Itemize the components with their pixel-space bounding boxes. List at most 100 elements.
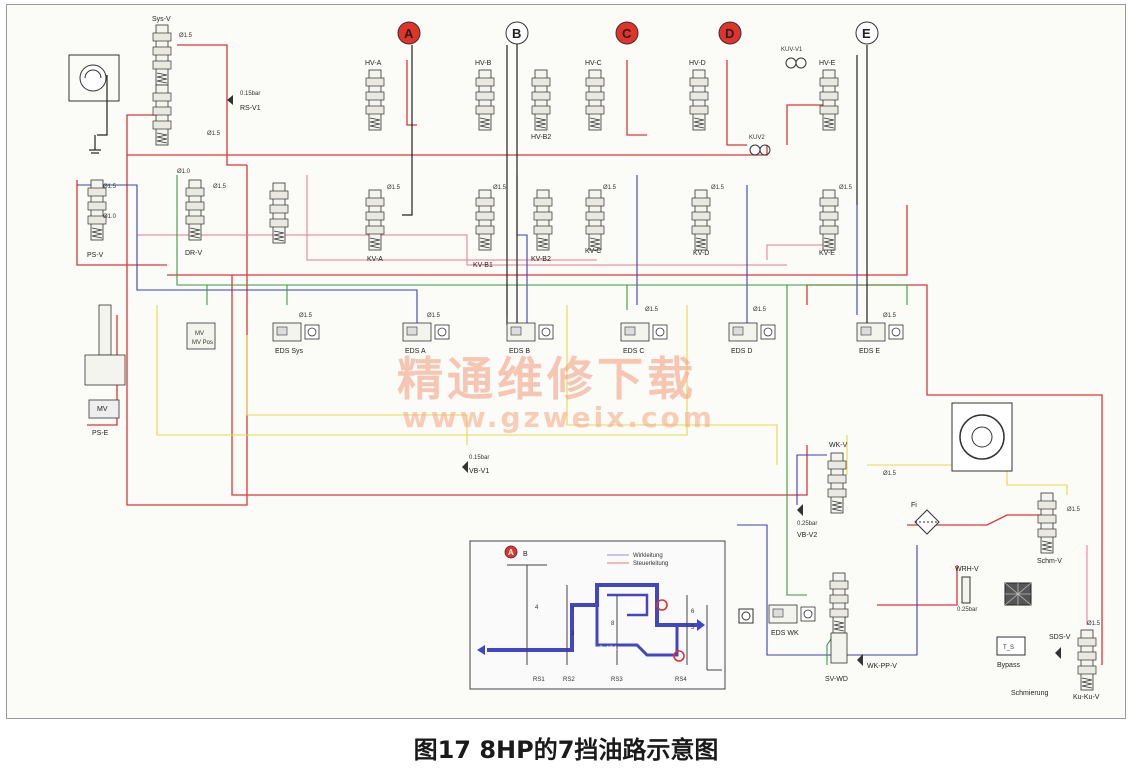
svg-text:KV-B1: KV-B1 [473, 262, 493, 269]
kuv2-valve: KUV2 [749, 135, 771, 156]
svg-text:EDS WK: EDS WK [771, 630, 799, 637]
vb-v1-valve: 0.15bar VB-V1 [462, 455, 489, 475]
hydraulic-schematic: 精通维修下载 www.gzweix.com Sys-V 0.15bar RS-V… [68, 16, 1103, 701]
svg-text:KV-B2: KV-B2 [531, 256, 551, 263]
svg-text:Schm-V: Schm-V [1037, 558, 1062, 565]
watermark-line1: 精通维修下载 [397, 352, 697, 406]
wrh-v-valve: WRH-V 0.25bar [955, 566, 979, 613]
svg-text:Ø1.5: Ø1.5 [387, 185, 401, 191]
svg-text:0,516: 0,516 [627, 602, 645, 611]
sys-v-label: Sys-V [152, 16, 171, 23]
vb-v2-valve: 0.25bar VB-V2 [797, 504, 817, 539]
eds-a: EDS A [402, 322, 450, 355]
thermostat: T_S Bypass Schmierung [996, 636, 1048, 697]
svg-text:VB-V1: VB-V1 [469, 468, 489, 475]
svg-text:Bypass: Bypass [997, 662, 1020, 669]
hv-c-valve: HV-C [585, 60, 605, 131]
svg-text:0,484: 0,484 [599, 644, 617, 653]
svg-text:KV-C: KV-C [585, 248, 601, 255]
svg-text:8: 8 [611, 621, 615, 627]
sys-valve: Sys-V [152, 16, 172, 146]
svg-text:KUV-V1: KUV-V1 [781, 47, 803, 53]
eds-c: EDS C [620, 322, 668, 355]
svg-text:0.25bar: 0.25bar [957, 607, 977, 613]
svg-text:Fi: Fi [911, 502, 917, 509]
svg-text:6: 6 [691, 609, 695, 615]
circle-a: A [397, 21, 421, 45]
figure-caption: 图17 8HP的7挡油路示意图 [413, 736, 719, 764]
wk-v-valve: WK-V [827, 442, 848, 514]
pressure-lines-red [76, 44, 1103, 665]
svg-text:0.25bar: 0.25bar [797, 521, 817, 527]
sys-valve-2 [269, 182, 289, 244]
svg-text:RS4: RS4 [675, 677, 687, 683]
svg-text:EDS E: EDS E [859, 348, 880, 355]
rs-v1-valve: 0.15bar RS-V1 [227, 91, 261, 112]
svg-text:Ø1.5: Ø1.5 [427, 313, 441, 319]
pressure-lines-yellow [156, 305, 1068, 495]
kv-d-valve: KV-D [691, 189, 711, 257]
svg-text:Ø1.5: Ø1.5 [1067, 507, 1081, 513]
diagram-frame: 精通维修下载 www.gzweix.com Sys-V 0.15bar RS-V… [6, 4, 1126, 719]
circle-c: C [615, 21, 639, 45]
pressure-lines-blue [77, 175, 918, 656]
svg-text:HV-B: HV-B [475, 60, 492, 67]
heat-exchanger [1004, 582, 1032, 606]
eds-wk: EDS WK [738, 604, 816, 637]
hv-e-valve: HV-E [819, 60, 839, 131]
svg-text:Ø1.5: Ø1.5 [493, 185, 507, 191]
svg-text:Schmierung: Schmierung [1011, 690, 1048, 697]
kv-b1-valve: KV-B1 [473, 189, 495, 269]
svg-text:HV-C: HV-C [585, 60, 602, 67]
svg-text:VB-V2: VB-V2 [797, 532, 817, 539]
svg-text:KV-A: KV-A [367, 256, 383, 263]
svg-text:Wirkleitung: Wirkleitung [633, 553, 663, 559]
svg-text:Ø1.5: Ø1.5 [179, 33, 193, 39]
kv-c-valve: KV-C [585, 189, 605, 255]
svg-text:Ø1.5: Ø1.5 [1087, 621, 1101, 627]
svg-text:C: C [622, 26, 632, 41]
ku-ku-v-valve: Ku-Ku-V [1073, 629, 1100, 701]
kuv1-valve: KUV-V1 [781, 47, 807, 69]
dr-valve: DR-V [185, 179, 205, 257]
svg-text:Ø1.5: Ø1.5 [839, 185, 853, 191]
svg-text:Ø1.0: Ø1.0 [177, 169, 191, 175]
svg-text:B: B [512, 26, 521, 41]
svg-text:MV Pos: MV Pos [192, 340, 213, 346]
svg-text:Ø1.5: Ø1.5 [603, 185, 617, 191]
hv-a-valve: HV-A [365, 60, 385, 131]
svg-text:Ø1.5: Ø1.5 [207, 131, 221, 137]
svg-text:KV-E: KV-E [819, 250, 835, 257]
eds-sys: EDS Sys [272, 322, 320, 355]
wk-pp-v-valve: WK-PP-V [857, 654, 897, 670]
svg-text:RS1: RS1 [533, 677, 545, 683]
svg-text:EDS C: EDS C [623, 348, 644, 355]
filter: Fi [911, 502, 940, 535]
svg-text:RS2: RS2 [563, 677, 575, 683]
svg-text:A: A [404, 26, 414, 41]
svg-text:Ø1.5: Ø1.5 [213, 184, 227, 190]
watermark-line2: www.gzweix.com [402, 401, 715, 434]
svg-text:A: A [508, 548, 514, 557]
kv-e-valve: KV-E [819, 189, 839, 257]
svg-text:HV-E: HV-E [819, 60, 836, 67]
svg-text:EDS Sys: EDS Sys [275, 348, 304, 355]
svg-text:HV-A: HV-A [365, 60, 382, 67]
sv-wd-valve: SV-WD [825, 572, 849, 683]
svg-text:5: 5 [691, 625, 695, 631]
eds-b: EDS B [506, 322, 554, 355]
schm-v-valve: Schm-V [1037, 492, 1062, 565]
pump-motor [68, 54, 120, 102]
svg-text:Ø1.5: Ø1.5 [711, 185, 725, 191]
svg-text:B: B [523, 551, 528, 558]
sds-v-valve: SDS-V [1049, 634, 1071, 659]
kv-a-valve: KV-A [365, 189, 385, 263]
svg-text:Ø1.0: Ø1.0 [103, 214, 117, 220]
svg-text:MV: MV [97, 406, 108, 413]
inset-text: Wirkleitung Steuerleitung A B 4 7 8 6 5 … [508, 548, 695, 683]
svg-text:PS-V: PS-V [87, 252, 104, 259]
svg-text:EDS A: EDS A [405, 348, 426, 355]
watermark: 精通维修下载 www.gzweix.com [397, 352, 715, 434]
svg-text:SDS-V: SDS-V [1049, 634, 1071, 641]
svg-text:DR-V: DR-V [185, 250, 202, 257]
